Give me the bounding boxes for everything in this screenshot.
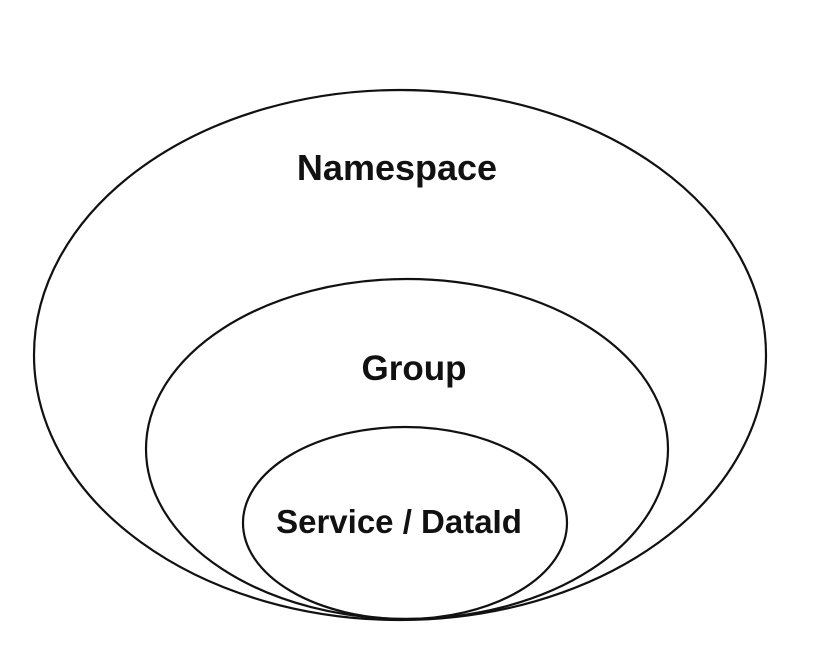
service-dataid-ellipse (241, 425, 569, 621)
group-ellipse (144, 277, 670, 621)
group-label: Group (362, 349, 467, 388)
namespace-label: Namespace (297, 147, 497, 188)
service-dataid-label: Service / DataId (276, 503, 522, 540)
